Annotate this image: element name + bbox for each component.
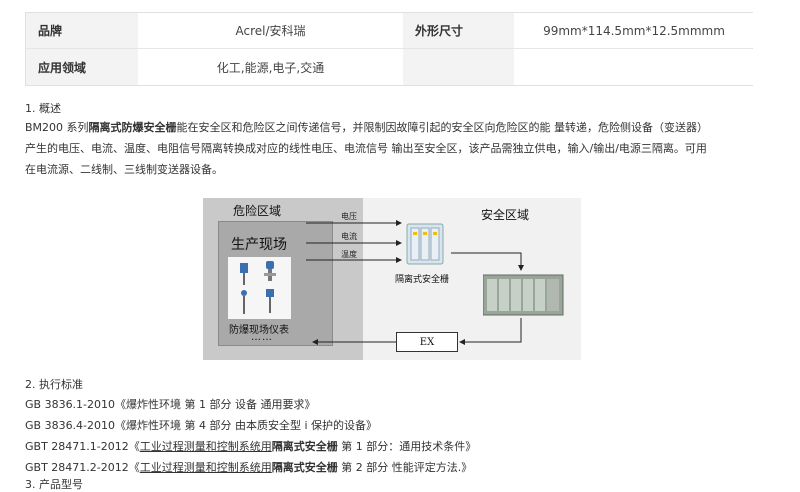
standard-item-2: GB 3836.4-2010《爆炸性环境 第 4 部分 由本质安全型 i 保护的… (25, 419, 378, 432)
ex-box: EX (396, 332, 458, 352)
signal-voltage-label: 电压 (341, 212, 357, 221)
safety-barrier-icon (406, 223, 444, 265)
signal-temp-label: 温度 (341, 250, 357, 259)
empty-label-cell (403, 49, 514, 85)
table-row: 应用领域 化工,能源,电子,交通 (26, 49, 754, 85)
standard-text: GBT 28471.1-2012《 (25, 440, 140, 453)
standards-heading: 2. 执行标准 (25, 378, 83, 391)
safety-barrier-label: 隔离式安全栅 (395, 275, 450, 285)
overview-heading: 1. 概述 (25, 102, 61, 115)
signal-arrows (306, 220, 524, 345)
standard-text: GBT 28471.2-2012《 (25, 461, 140, 474)
production-site-title: 生产现场 (231, 237, 287, 253)
application-value: 化工,能源,电子,交通 (138, 49, 403, 85)
overview-paragraph: BM200 系列隔离式防爆安全栅能在安全区和危险区之间传递信号，并限制因故障引起… (25, 117, 760, 180)
overview-line-1: BM200 系列隔离式防爆安全栅能在安全区和危险区之间传递信号，并限制因故障引起… (25, 117, 760, 138)
danger-zone-title: 危险区域 (233, 204, 282, 218)
overview-text: 能在安全区和危险区之间传递信号，并限制因故障引起的安全区向危险区的能 量转递，危… (176, 121, 709, 134)
more-dots: …… (251, 332, 273, 343)
plc-icon (483, 274, 564, 316)
model-heading: 3. 产品型号 (25, 478, 83, 491)
standard-text: 第 2 部分 性能评定方法.》 (337, 461, 473, 474)
standard-item-1: GB 3836.1-2010《爆炸性环境 第 1 部分 设备 通用要求》 (25, 398, 316, 411)
brand-label: 品牌 (26, 13, 138, 48)
danger-zone: 危险区域 生产现场 防爆现场仪表 …… (203, 198, 363, 360)
size-label: 外形尺寸 (403, 13, 514, 48)
safe-zone-title: 安全区域 (481, 208, 530, 222)
signal-current-label: 电流 (341, 232, 357, 241)
brand-value: Acrel/安科瑞 (138, 13, 403, 48)
overview-line-3: 在电流源、二线制、三线制变送器设备。 (25, 163, 223, 176)
standard-title-link[interactable]: 工业过程测量和控制系统用 (139, 461, 272, 474)
standard-title-link[interactable]: 工业过程测量和控制系统用 (139, 440, 272, 453)
overview-line-2: 产生的电压、电流、温度、电阻信号隔离转换成对应的线性电压、电流信号 输出至安全区… (25, 142, 707, 155)
application-diagram: 危险区域 生产现场 防爆现场仪表 …… 安全区域 电压 电流 (203, 198, 581, 360)
overview-text: BM200 系列 (25, 121, 89, 134)
standard-text: 第 1 部分：通用技术条件》 (337, 440, 477, 453)
standard-item-3: GBT 28471.1-2012《工业过程测量和控制系统用隔离式安全栅 第 1 … (25, 438, 476, 454)
product-name-bold: 隔离式防爆安全栅 (88, 121, 177, 134)
table-row: 品牌 Acrel/安科瑞 外形尺寸 99mm*114.5mm*12.5mmmm (26, 13, 754, 49)
instruments-label: 防爆现场仪表 (229, 325, 289, 336)
product-name-bold: 隔离式安全栅 (271, 461, 338, 474)
production-site-box: 生产现场 防爆现场仪表 …… (218, 221, 333, 346)
size-value: 99mm*114.5mm*12.5mmmm (514, 13, 754, 48)
empty-value-cell (514, 49, 754, 85)
product-name-bold: 隔离式安全栅 (271, 440, 338, 453)
standard-item-4: GBT 28471.2-2012《工业过程测量和控制系统用隔离式安全栅 第 2 … (25, 459, 472, 475)
instruments-icon (240, 261, 276, 314)
spec-table: 品牌 Acrel/安科瑞 外形尺寸 99mm*114.5mm*12.5mmmm … (25, 12, 754, 86)
field-instruments-image (228, 257, 291, 319)
application-label: 应用领域 (26, 49, 138, 85)
